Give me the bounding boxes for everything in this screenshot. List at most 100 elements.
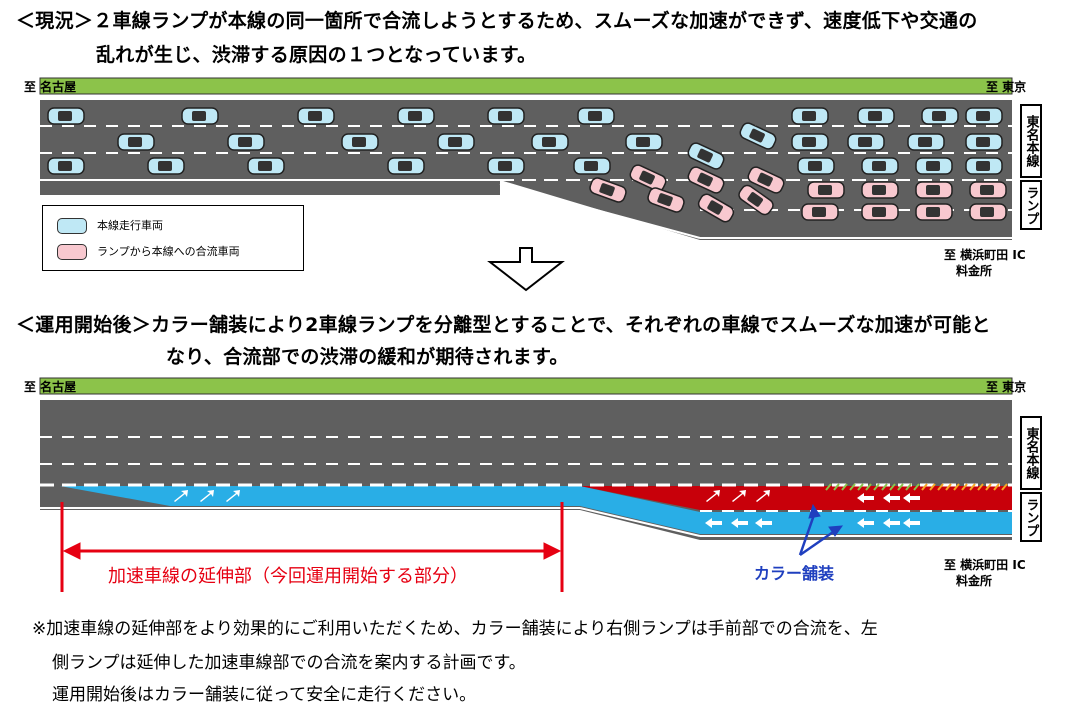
direction-arrow-icon bbox=[857, 518, 874, 528]
top-mainline-label: 東名本線 bbox=[1020, 104, 1042, 178]
stripe-mark bbox=[849, 483, 856, 491]
down-arrow-icon bbox=[487, 247, 565, 292]
direction-arrow-icon bbox=[731, 518, 748, 528]
merging-vehicle bbox=[915, 181, 953, 199]
merging-vehicles bbox=[589, 164, 1007, 223]
mainline-vehicle bbox=[687, 142, 725, 170]
top-right-destination: 至 東京 bbox=[986, 80, 1027, 94]
top-left-destination: 至 名古屋 bbox=[24, 80, 77, 94]
merge-arrow-icon bbox=[706, 490, 720, 502]
note-line1: ※加速車線の延伸部をより効果的にご利用いただくため、カラー舗装により右側ランプは… bbox=[32, 619, 878, 639]
stripe-mark bbox=[921, 483, 928, 491]
merging-vehicle bbox=[969, 203, 1007, 221]
mainline-vehicle bbox=[437, 133, 475, 151]
bottom-heading-line1: ＜運用開始後＞カラー舗装により2車線ランプを分離型とすることで、それぞれの車線で… bbox=[16, 314, 991, 336]
mainline-vehicle bbox=[791, 133, 829, 151]
bottom-right-destination: 至 東京 bbox=[986, 380, 1027, 394]
extension-label: 加速車線の延伸部（今回運用開始する部分） bbox=[108, 566, 468, 587]
mainline-vehicle bbox=[907, 133, 945, 151]
merging-vehicle bbox=[969, 181, 1007, 199]
merging-vehicle bbox=[747, 166, 785, 194]
direction-arrow-icon bbox=[755, 518, 772, 528]
top-bottom-right-label-2: 料金所 bbox=[956, 264, 993, 278]
stripe-mark bbox=[825, 483, 832, 491]
merging-vehicle bbox=[807, 181, 845, 199]
merging-vehicle bbox=[629, 164, 667, 192]
merging-vehicle bbox=[861, 181, 899, 199]
stripe-mark bbox=[841, 483, 848, 491]
merge-arrow-icon bbox=[732, 490, 746, 502]
bottom-bottom-right-label-2: 料金所 bbox=[956, 574, 993, 588]
top-ramp-road bbox=[40, 180, 1012, 240]
merging-vehicle bbox=[861, 203, 899, 221]
mainline-vehicle bbox=[147, 157, 185, 175]
bottom-left-destination: 至 名古屋 bbox=[24, 380, 77, 394]
note-line2: 側ランプは延伸した加速車線部での合流を案内する計画です。 bbox=[52, 653, 526, 673]
mainline-vehicle bbox=[47, 157, 85, 175]
mainline-vehicle bbox=[227, 133, 265, 151]
mainline-vehicle bbox=[857, 107, 895, 125]
stripe-mark bbox=[993, 483, 1000, 491]
mainline-vehicle bbox=[861, 157, 899, 175]
red-paving bbox=[580, 486, 1012, 510]
top-heading-line2: 乱れが生じ、渋滞する原因の１つとなっています。 bbox=[96, 44, 537, 66]
merging-vehicle bbox=[915, 203, 953, 221]
note-line3: 運用開始後はカラー舗装に従って安全に走行ください。 bbox=[52, 685, 477, 705]
top-ramp-label: ランプ bbox=[1020, 180, 1042, 230]
stripe-mark bbox=[977, 483, 984, 491]
mainline-vehicle bbox=[487, 107, 525, 125]
merging-vehicle bbox=[647, 187, 685, 213]
color-paving-pointer bbox=[798, 503, 844, 557]
stripe-mark bbox=[881, 483, 888, 491]
stripe-mark bbox=[953, 483, 960, 491]
mainline-vehicle bbox=[797, 157, 835, 175]
bottom-mainline-label: 東名本線 bbox=[1020, 416, 1042, 490]
top-median-strip bbox=[39, 77, 1013, 95]
mainline-vehicle bbox=[921, 107, 959, 125]
merging-vehicle bbox=[801, 203, 839, 221]
stripe-mark bbox=[865, 483, 872, 491]
direction-arrow-icon bbox=[705, 518, 722, 528]
direction-arrow-icon bbox=[883, 493, 900, 503]
mainline-vehicle bbox=[397, 107, 435, 125]
mainline-vehicle bbox=[965, 107, 1003, 125]
mainline-vehicle bbox=[341, 133, 379, 151]
mainline-vehicle bbox=[965, 133, 1003, 151]
blue-paving bbox=[60, 486, 1012, 534]
legend-label-mainline: 本線走行車両 bbox=[97, 219, 163, 232]
stripe-mark bbox=[833, 483, 840, 491]
stripe-mark bbox=[913, 483, 920, 491]
stripe-mark bbox=[961, 483, 968, 491]
mainline-vehicle bbox=[577, 107, 615, 125]
merging-vehicle bbox=[738, 184, 774, 216]
bottom-median-strip bbox=[39, 377, 1013, 395]
mainline-vehicle bbox=[791, 107, 829, 125]
legend-swatch-mainline bbox=[57, 218, 87, 234]
stripe-mark bbox=[937, 483, 944, 491]
top-heading-line1: ＜現況＞２車線ランプが本線の同一箇所で合流しようとするため、スムーズな加速ができ… bbox=[16, 10, 978, 32]
stripe-mark bbox=[897, 483, 904, 491]
diagonal-stripe-marks bbox=[825, 483, 1008, 491]
stripe-mark bbox=[857, 483, 864, 491]
direction-arrow-icon bbox=[903, 493, 920, 503]
mainline-vehicle bbox=[965, 157, 1003, 175]
direction-arrow-icon bbox=[857, 493, 874, 503]
stripe-mark bbox=[873, 483, 880, 491]
mainline-vehicle bbox=[739, 122, 777, 150]
merging-vehicle bbox=[697, 193, 735, 223]
mainline-vehicle bbox=[181, 107, 219, 125]
bottom-bottom-right-label-1: 至 横浜町田 IC bbox=[944, 558, 1026, 572]
merge-arrow-icon bbox=[756, 490, 770, 502]
stripe-mark bbox=[929, 483, 936, 491]
color-paving-label: カラー舗装 bbox=[754, 564, 835, 583]
mainline-vehicle bbox=[625, 133, 663, 151]
mainline-vehicle bbox=[847, 133, 885, 151]
bottom-mainline-road bbox=[40, 398, 1012, 484]
merge-arrow-icon bbox=[174, 490, 188, 502]
legend-swatch-merging bbox=[57, 244, 87, 260]
mainline-vehicle bbox=[487, 157, 525, 175]
mainline-vehicle bbox=[573, 157, 611, 175]
stripe-mark bbox=[945, 483, 952, 491]
extension-bracket bbox=[60, 502, 564, 592]
